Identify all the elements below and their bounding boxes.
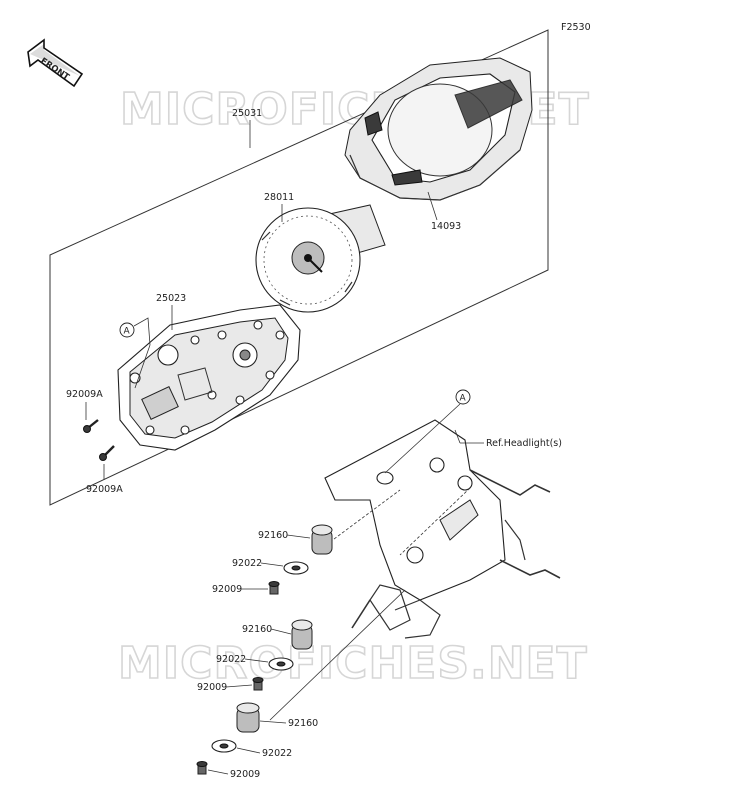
meter-case — [117, 304, 301, 451]
damper-92160-3 — [236, 702, 260, 733]
callout-a-case: A — [119, 317, 151, 389]
label-washer-2: 92022 — [216, 654, 269, 665]
svg-text:Ref.Headlight(s): Ref.Headlight(s) — [486, 438, 562, 449]
screw-92009A-lower — [99, 445, 115, 461]
washer-92022-2 — [268, 657, 294, 671]
label-damper-2: 92160 — [242, 624, 292, 635]
label-bolt-2: 92009 — [197, 682, 253, 693]
label-damper-1: 92160 — [258, 530, 311, 541]
screw-92009A-upper — [83, 419, 99, 433]
bolt-92009-3 — [196, 761, 208, 775]
watermark-bottom: MICROFICHES.NET — [118, 638, 588, 689]
washer-92022-3 — [211, 739, 237, 753]
label-case: 25023 — [156, 293, 186, 330]
washer-92022-1 — [283, 561, 309, 575]
svg-text:92022: 92022 — [216, 654, 246, 665]
bolt-92009-2 — [252, 677, 264, 691]
label-assembly: 25031 — [232, 108, 262, 148]
svg-text:92022: 92022 — [232, 558, 262, 569]
label-screw-lower: 92009A — [86, 464, 123, 495]
svg-text:92009A: 92009A — [86, 484, 123, 495]
svg-text:A: A — [460, 394, 467, 404]
label-cover: 14093 — [427, 191, 461, 232]
meter-dial — [255, 204, 386, 313]
meter-cover — [344, 57, 533, 201]
label-bolt-3: 92009 — [207, 769, 260, 780]
svg-text:92160: 92160 — [288, 718, 318, 729]
label-dial: 28011 — [264, 192, 294, 222]
label-damper-3: 92160 — [259, 718, 318, 729]
svg-text:92009: 92009 — [212, 584, 242, 595]
svg-text:25031: 25031 — [232, 108, 262, 119]
callout-a-bracket: A — [384, 389, 471, 474]
svg-text:14093: 14093 — [431, 221, 461, 232]
svg-text:A: A — [124, 327, 131, 337]
svg-text:92009: 92009 — [230, 769, 260, 780]
damper-92160-2 — [291, 619, 313, 650]
svg-text:92160: 92160 — [258, 530, 288, 541]
svg-text:25023: 25023 — [156, 293, 186, 304]
svg-text:92009A: 92009A — [66, 389, 103, 400]
svg-text:92160: 92160 — [242, 624, 272, 635]
front-arrow-icon: FRONT — [27, 38, 84, 88]
label-washer-3: 92022 — [236, 747, 292, 759]
svg-text:92009: 92009 — [197, 682, 227, 693]
figure-code: F2530 — [561, 22, 591, 33]
svg-text:28011: 28011 — [264, 192, 294, 203]
label-ref-headlight: Ref.Headlight(s) — [454, 429, 562, 449]
damper-92160-1 — [311, 524, 333, 555]
headlight-bracket — [324, 419, 561, 639]
label-washer-1: 92022 — [232, 558, 284, 569]
label-screw-upper: 92009A — [66, 389, 103, 420]
label-bolt-1: 92009 — [212, 584, 268, 595]
svg-text:92022: 92022 — [262, 748, 292, 759]
bolt-92009-1 — [268, 581, 280, 595]
